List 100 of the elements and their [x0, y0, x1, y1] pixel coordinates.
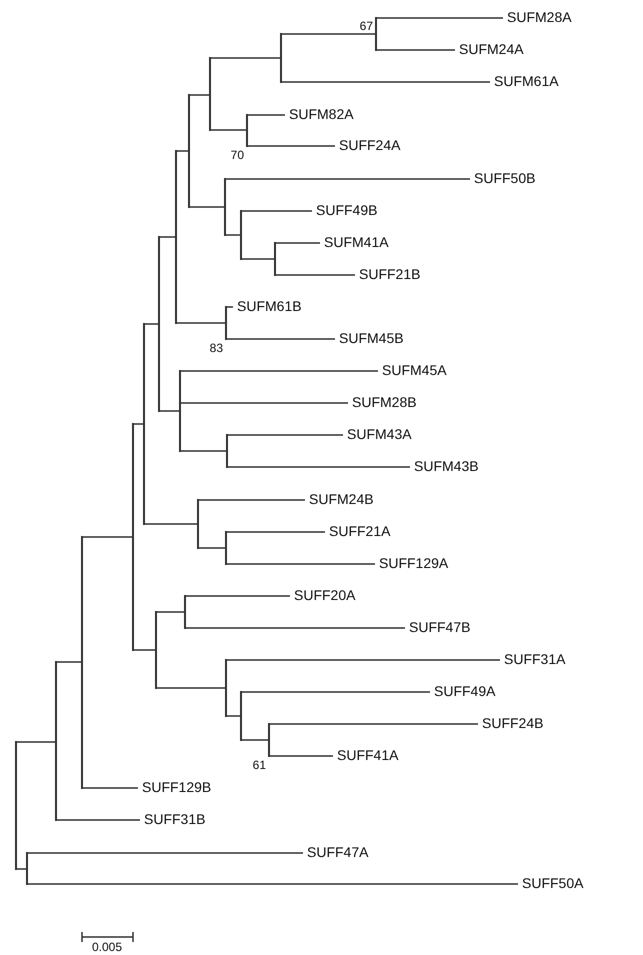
taxon-label: SUFM43B [410, 458, 479, 474]
taxon-label: SUFM28B [348, 394, 417, 410]
bootstrap-value: 61 [252, 759, 266, 772]
taxon-label: SUFM24A [455, 41, 524, 57]
taxon-label: SUFF49B [312, 202, 378, 218]
clade-node-line [375, 17, 377, 51]
taxon-label: SUFF41A [333, 747, 398, 763]
clade-node-line [188, 94, 190, 208]
clade-node-line [225, 306, 227, 340]
branch-line [198, 499, 305, 501]
branch-line [275, 242, 320, 244]
branch-line [180, 370, 378, 372]
branch-line [16, 741, 56, 743]
taxon-label: SUFF21B [355, 266, 420, 282]
clade-node-line [246, 114, 248, 147]
clade-node-line [209, 57, 211, 131]
branch-line [16, 868, 27, 870]
clade-node-line [240, 691, 242, 741]
clade-node-line [240, 210, 242, 260]
branch-line [376, 17, 503, 19]
clade-node-line [155, 611, 157, 689]
branch-line [180, 450, 227, 452]
taxon-label: SUFF49A [430, 683, 496, 699]
branch-line [189, 206, 225, 208]
branch-line [133, 649, 156, 651]
clade-node-line [55, 661, 57, 821]
branch-line [269, 755, 333, 757]
clade-node-line [132, 423, 134, 651]
branch-line [226, 659, 500, 661]
clade-node-line [225, 531, 227, 565]
clade-node-line [158, 236, 160, 412]
branch-line [210, 129, 247, 131]
branch-line [133, 423, 144, 425]
branch-line [241, 258, 275, 260]
branch-line [185, 595, 290, 597]
clade-node-line [268, 723, 270, 757]
clade-node-line [226, 434, 228, 468]
branch-line [180, 402, 348, 404]
branch-line [185, 627, 405, 629]
clade-node-line [225, 659, 227, 717]
branch-line [198, 547, 226, 549]
taxon-label: SUFM43A [343, 426, 412, 442]
clade-node-line [280, 33, 282, 83]
taxon-label: SUFM61A [490, 73, 559, 89]
taxon-label: SUFF47A [303, 844, 368, 860]
branch-line [247, 145, 335, 147]
branch-line [241, 210, 312, 212]
taxon-label: SUFF24A [335, 137, 400, 153]
taxon-label: SUFF20A [290, 587, 356, 603]
branch-line [227, 466, 410, 468]
branch-line [144, 523, 198, 525]
branch-line [241, 691, 430, 693]
taxon-label: SUFF50A [518, 875, 584, 891]
branch-line [159, 410, 180, 412]
branch-line [56, 661, 82, 663]
branch-line [27, 883, 518, 885]
clade-node-line [179, 370, 181, 452]
taxon-label: SUFF47B [405, 619, 470, 635]
taxon-label: SUFF50B [470, 170, 536, 186]
branch-line [247, 114, 285, 116]
branch-line [269, 723, 478, 725]
branch-line [176, 322, 226, 324]
clade-node-line [197, 499, 199, 549]
branch-line [159, 236, 176, 238]
taxon-label: SUFF24B [478, 715, 544, 731]
taxon-label: SUFM82A [285, 106, 354, 122]
taxon-label: SUFM45A [378, 362, 447, 378]
branch-line [275, 274, 355, 276]
taxon-label: SUFF31A [500, 651, 566, 667]
taxon-label: SUFM28A [503, 9, 572, 25]
branch-line [227, 434, 343, 436]
taxon-label: SUFM41A [320, 234, 389, 250]
branch-line [27, 852, 303, 854]
branch-line [156, 687, 226, 689]
clade-node-line [175, 150, 177, 324]
clade-node-line [81, 536, 83, 789]
branch-line [189, 94, 210, 96]
branch-line [281, 81, 490, 83]
taxon-label: SUFF31B [140, 811, 206, 827]
taxon-label: SUFM45B [335, 330, 404, 346]
branch-line [144, 323, 159, 325]
taxon-label: SUFF129B [138, 779, 212, 795]
branch-line [176, 150, 189, 152]
taxon-label: SUFM61B [233, 298, 302, 314]
clade-node-line [274, 242, 276, 276]
bootstrap-value: 83 [210, 342, 223, 355]
clade-node-line [224, 178, 226, 236]
branch-line [226, 715, 241, 717]
bootstrap-value: 67 [360, 20, 373, 33]
clade-node-line [26, 852, 28, 885]
branch-line [226, 563, 375, 565]
branch-line [210, 57, 281, 59]
branch-line [281, 33, 376, 35]
taxon-label: SUFF21A [325, 523, 390, 539]
branch-line [82, 787, 138, 789]
clade-node-line [15, 741, 17, 870]
taxon-label: SUFM24B [305, 491, 374, 507]
branch-line [241, 739, 269, 741]
branch-line [156, 611, 185, 613]
branch-line [226, 338, 335, 340]
